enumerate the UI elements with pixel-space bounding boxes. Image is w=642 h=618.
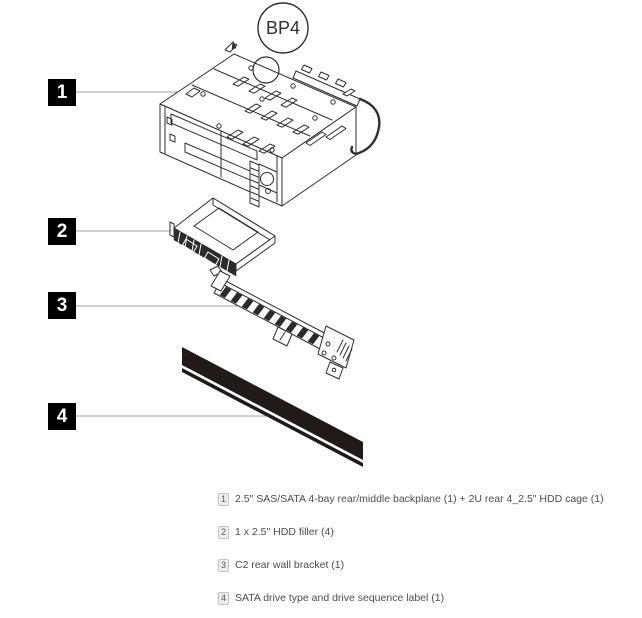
legend-item-2: 2 1 x 2.5" HDD filler (4) (218, 525, 604, 539)
legend-item-3: 3 C2 rear wall bracket (1) (218, 558, 604, 572)
legend-item-number: 4 (218, 591, 229, 605)
legend-item-description: 2.5" SAS/SATA 4-bay rear/middle backplan… (235, 493, 604, 505)
legend-item-description: 1 x 2.5" HDD filler (4) (235, 526, 334, 538)
legend-item-number: 3 (218, 558, 229, 572)
legend-item-description: SATA drive type and drive sequence label… (235, 592, 445, 604)
item-callout-3: 3 (48, 292, 76, 319)
item-callout-2: 2 (48, 218, 76, 245)
legend-item-1: 1 2.5" SAS/SATA 4-bay rear/middle backpl… (218, 492, 604, 506)
legend-item-description: C2 rear wall bracket (1) (235, 559, 345, 571)
bp4-label: BP4 (266, 18, 300, 38)
leader-lines (76, 91, 274, 417)
legend-item-number: 1 (218, 492, 229, 506)
drive-label-strip-drawing (182, 347, 363, 467)
legend-item-number: 2 (218, 525, 229, 539)
rear-wall-bracket-drawing (209, 265, 355, 380)
item-callout-4: 4 (48, 403, 76, 430)
legend: 1 2.5" SAS/SATA 4-bay rear/middle backpl… (218, 492, 604, 605)
hdd-cage-drawing (159, 40, 381, 208)
item-callout-1: 1 (48, 79, 76, 106)
hdd-filler-drawing (169, 197, 276, 277)
legend-item-4: 4 SATA drive type and drive sequence lab… (218, 591, 604, 605)
detail-circle (252, 56, 280, 84)
bp4-callout-bubble: BP4 (257, 2, 309, 54)
